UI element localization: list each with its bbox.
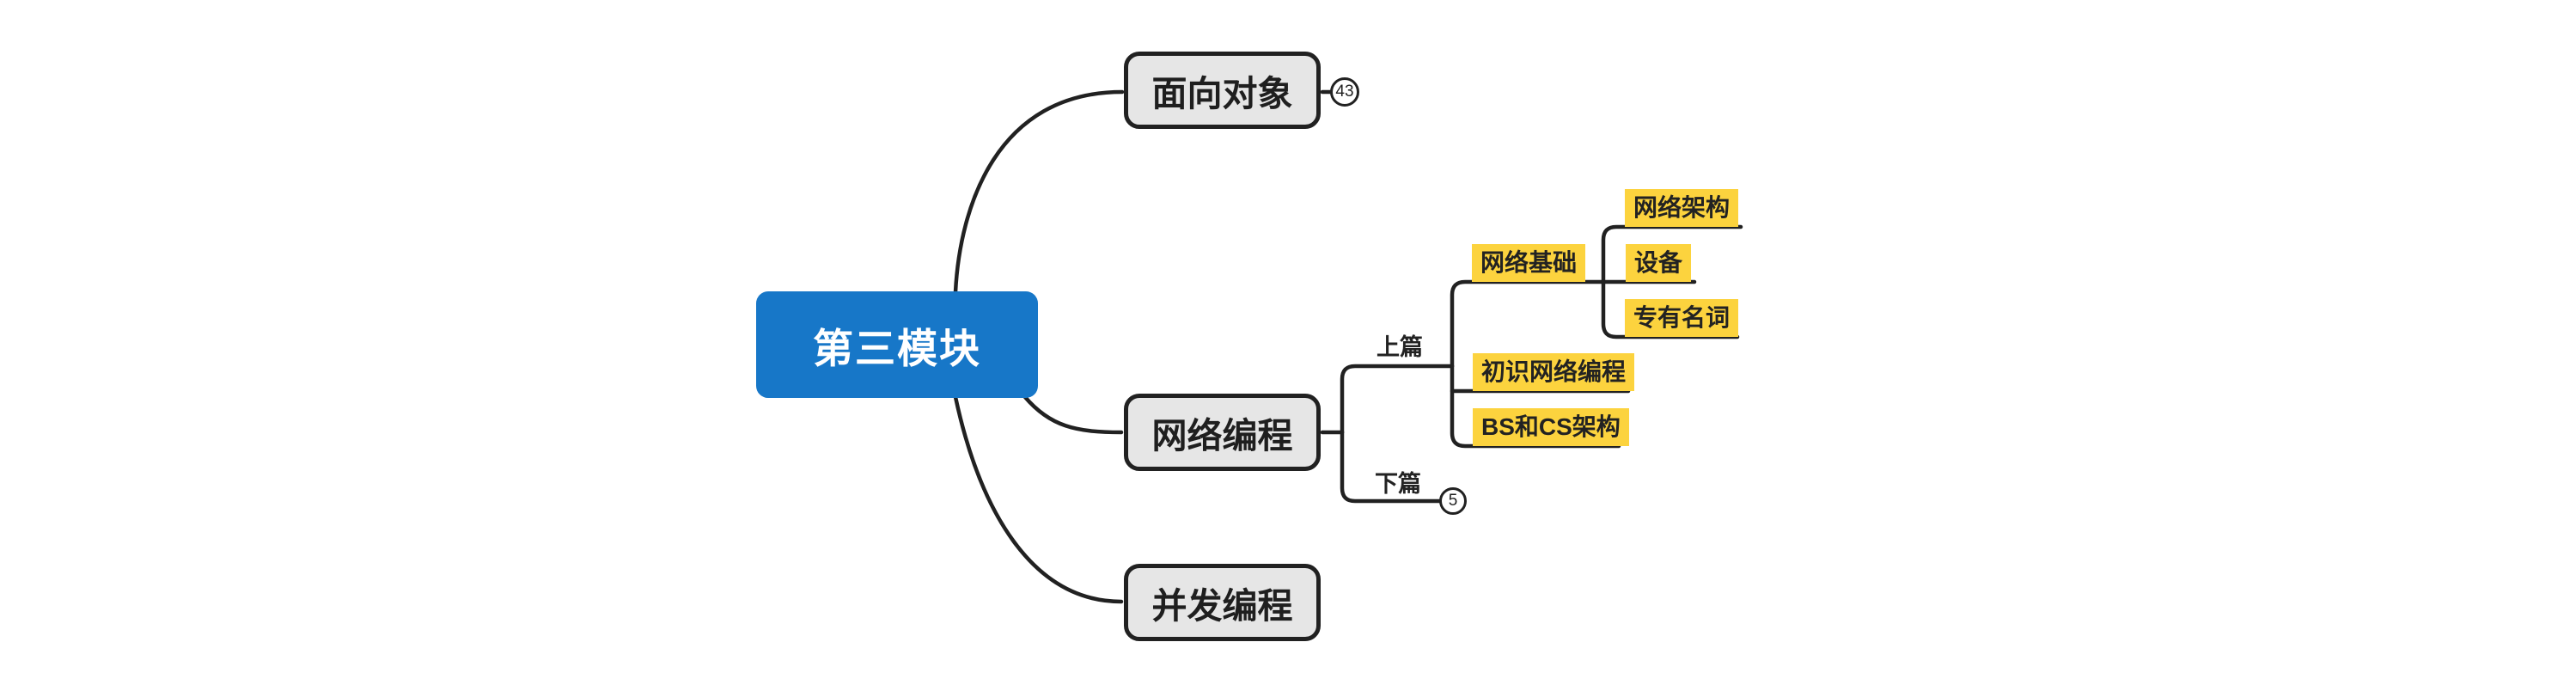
link-part1-bscs [1450,364,1621,449]
node-network-label: 网络编程 [1151,416,1293,456]
node-intro[interactable]: 初识网络编程 [1473,353,1635,391]
node-network[interactable]: 网络编程 [1124,394,1321,471]
node-basics[interactable]: 网络基础 [1472,244,1586,282]
link-basics-arch [1601,224,1743,284]
node-concurrency[interactable]: 并发编程 [1124,564,1321,641]
node-root[interactable]: 第三模块 [756,291,1038,398]
node-arch[interactable]: 网络架构 [1625,189,1739,227]
node-basics-label: 网络基础 [1480,249,1578,276]
node-terms[interactable]: 专有名词 [1625,299,1739,337]
node-concurrency-label: 并发编程 [1151,586,1293,626]
node-devices-label: 设备 [1634,249,1683,276]
link-root-network [1022,394,1124,435]
node-terms-label: 专有名词 [1633,304,1731,331]
node-oop-label: 面向对象 [1151,74,1293,113]
node-part1-label: 上篇 [1377,334,1423,360]
node-arch-label: 网络架构 [1633,194,1731,221]
node-devices[interactable]: 设备 [1626,244,1692,282]
collapse-badge-part2[interactable]: 5 [1439,487,1467,515]
collapse-badge-part2-count: 5 [1448,492,1458,510]
collapse-badge-oop[interactable]: 43 [1330,77,1359,107]
link-network-part1 [1340,364,1455,435]
node-bscs[interactable]: BS和CS架构 [1473,408,1629,446]
node-bscs-label: BS和CS架构 [1481,413,1621,440]
node-root-label: 第三模块 [813,325,981,371]
collapse-badge-oop-count: 43 [1335,83,1354,101]
node-intro-label: 初识网络编程 [1481,358,1627,385]
link-basics-terms [1601,279,1740,339]
link-part1-basics-devices [1450,279,1697,369]
node-part2[interactable]: 下篇 [1375,471,1421,497]
node-part1[interactable]: 上篇 [1377,334,1423,360]
link-root-concurrency [953,394,1124,604]
link-network-part2 [1340,430,1443,504]
link-root-oop [953,89,1125,295]
node-part2-label: 下篇 [1375,471,1421,497]
node-oop[interactable]: 面向对象 [1124,52,1321,129]
